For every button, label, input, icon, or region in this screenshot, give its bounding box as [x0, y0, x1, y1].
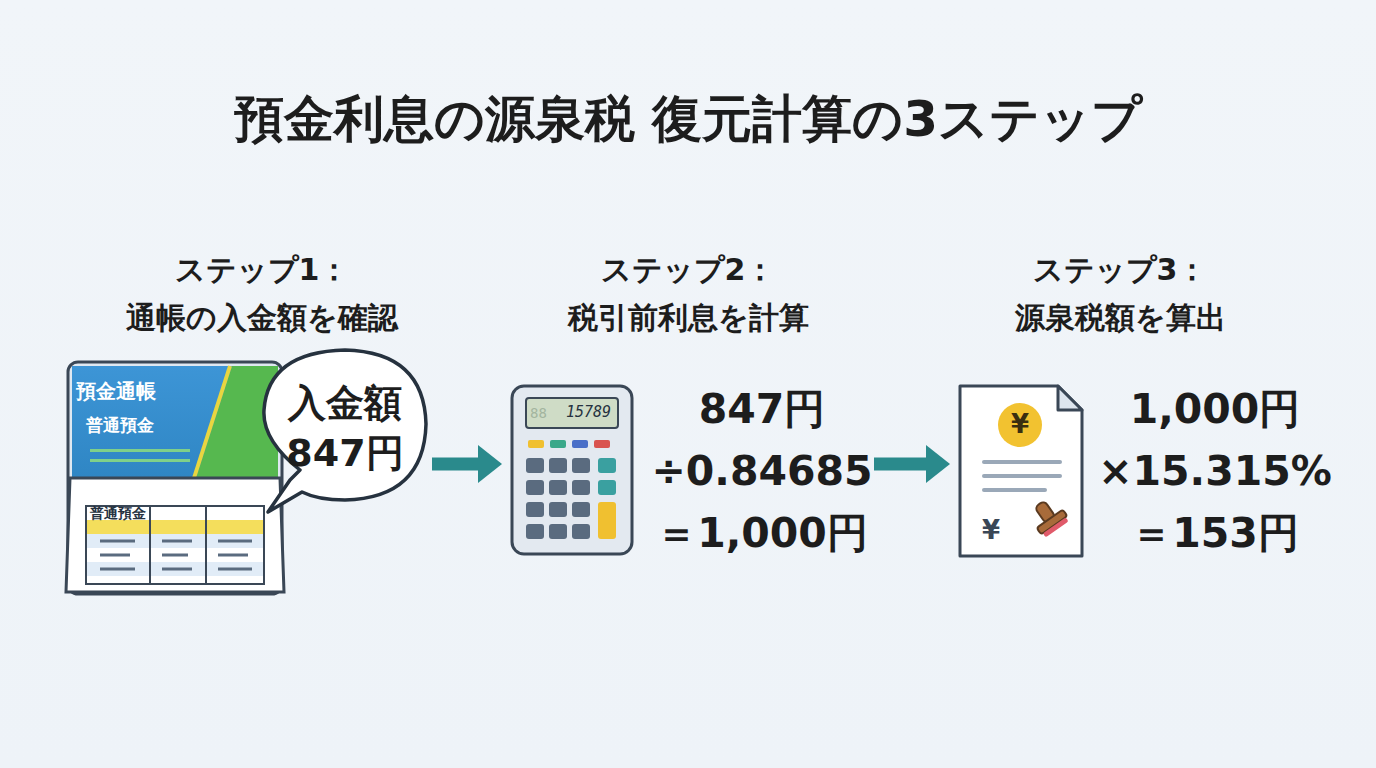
display-ghost-digits: 88	[530, 404, 556, 422]
calculation-step: 15789847円 ÷0.84685 ＝1,000円	[510, 376, 870, 552]
step-heading: ステップ2： 税引前利息を計算	[518, 246, 858, 342]
tax-document: ¥¥1,000円 ×15.315% ＝153円	[958, 376, 1338, 552]
passbook-cover-subtitle: 普通預金	[86, 414, 246, 436]
pretax-formula: 847円 ÷0.84685 ＝1,000円	[646, 378, 878, 564]
deposit-amount: 入金額 847円	[262, 378, 428, 478]
step-arrow	[432, 445, 502, 483]
step-heading: ステップ3： 源泉税額を算出	[950, 246, 1290, 342]
passbook-illustration	[66, 362, 284, 594]
diagram-title: 預金利息の源泉税 復元計算の3ステップ	[0, 84, 1376, 154]
passbook: 預金通帳普通預金普通預金	[66, 360, 286, 596]
document-illustration	[960, 386, 1082, 556]
calculator-illustration	[512, 386, 632, 554]
speech-bubble: 入金額 847円	[262, 350, 428, 500]
passbook-page-title: 普通預金	[90, 504, 250, 522]
step-heading: ステップ1： 通帳の入金額を確認	[92, 246, 432, 342]
yen-symbol: ¥	[976, 514, 1006, 546]
tax-formula: 1,000円 ×15.315% ＝153円	[1090, 378, 1340, 564]
display-digits: 15789	[566, 403, 626, 421]
yen-symbol: ¥	[1002, 408, 1038, 440]
passbook-cover-title: 預金通帳	[76, 378, 236, 404]
step-arrow	[874, 445, 950, 483]
